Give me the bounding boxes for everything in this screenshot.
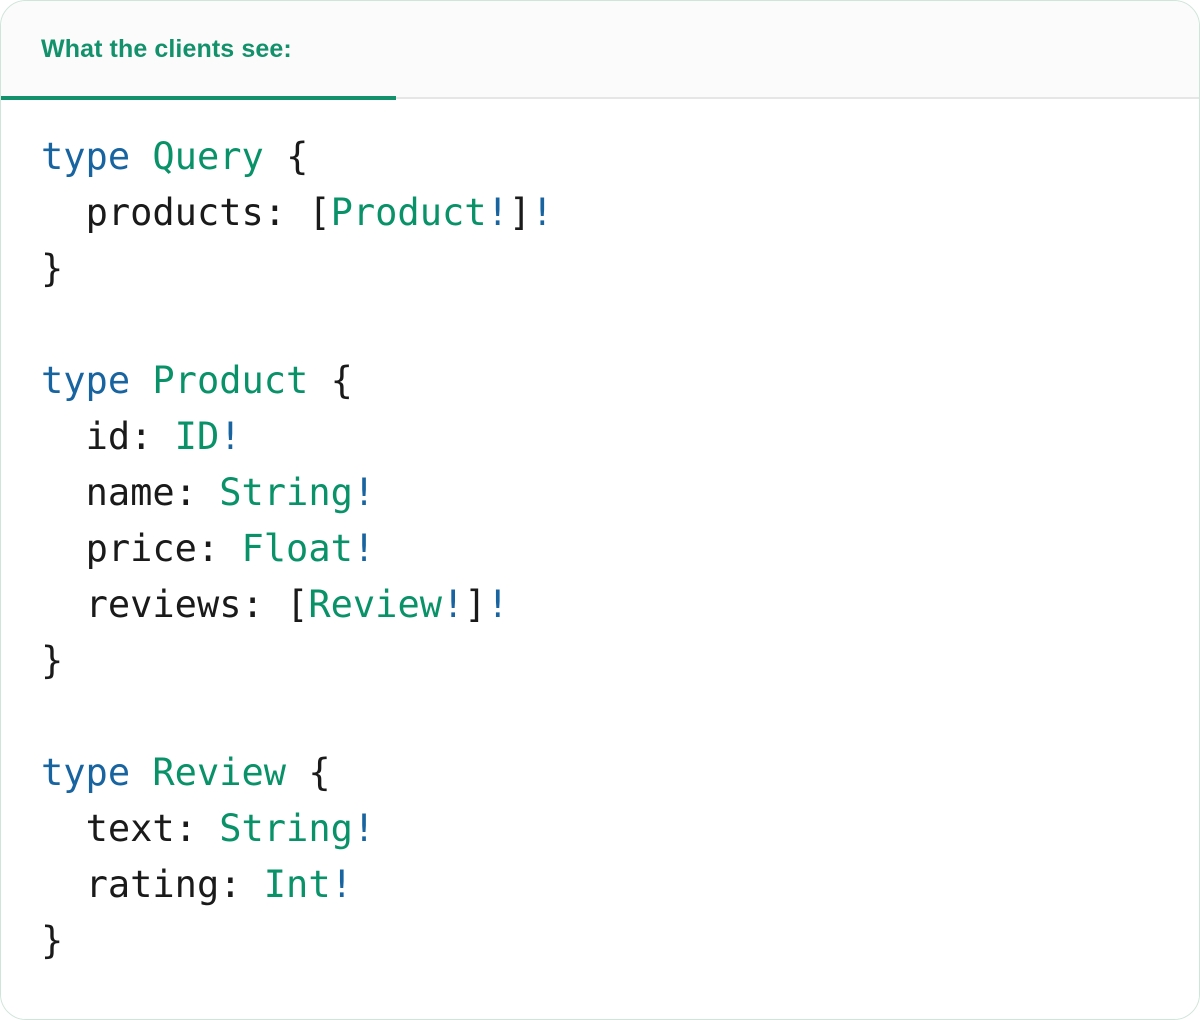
code-token-plain bbox=[152, 415, 174, 458]
code-token-punct: { bbox=[330, 359, 353, 402]
code-token-bang: ! bbox=[531, 191, 554, 234]
code-token-punct: { bbox=[308, 751, 331, 794]
code-token-bang: ! bbox=[352, 527, 376, 570]
code-line bbox=[41, 297, 1159, 353]
code-line: products: [Product!]! bbox=[41, 185, 1159, 241]
code-token-type: Int bbox=[263, 863, 331, 906]
code-token-plain bbox=[41, 191, 86, 234]
code-line bbox=[41, 689, 1159, 745]
code-token-type: Float bbox=[241, 527, 353, 570]
code-token-plain bbox=[264, 583, 286, 626]
code-lines-container: type Query { products: [Product!]! } typ… bbox=[41, 129, 1159, 969]
code-token-type: String bbox=[219, 807, 353, 850]
tab-clients-view[interactable]: What the clients see: bbox=[1, 1, 396, 100]
code-token-plain bbox=[41, 471, 86, 514]
code-line: rating: Int! bbox=[41, 857, 1159, 913]
code-token-punct: [ bbox=[286, 583, 309, 626]
code-token-type: Review bbox=[152, 751, 287, 794]
code-line: } bbox=[41, 241, 1159, 297]
code-token-type: String bbox=[219, 471, 353, 514]
code-token-type: Product bbox=[152, 359, 309, 402]
code-token-plain bbox=[41, 863, 86, 906]
code-token-plain bbox=[130, 359, 152, 402]
code-token-plain bbox=[41, 527, 86, 570]
code-line: price: Float! bbox=[41, 521, 1159, 577]
code-token-plain bbox=[130, 751, 152, 794]
code-token-plain bbox=[197, 471, 219, 514]
code-line: text: String! bbox=[41, 801, 1159, 857]
code-token-punct: ] bbox=[464, 583, 487, 626]
tab-label: What the clients see: bbox=[41, 34, 292, 63]
code-token-punct: { bbox=[286, 135, 309, 178]
code-line: } bbox=[41, 913, 1159, 969]
code-line: name: String! bbox=[41, 465, 1159, 521]
code-token-kw: type bbox=[41, 751, 131, 794]
code-token-plain bbox=[286, 191, 308, 234]
code-token-plain bbox=[41, 807, 86, 850]
code-token-punct: ] bbox=[508, 191, 532, 234]
code-token-punct: } bbox=[41, 639, 64, 682]
code-token-plain bbox=[197, 807, 219, 850]
code-line: type Query { bbox=[41, 129, 1159, 185]
code-token-field: price: bbox=[85, 527, 220, 570]
code-token-plain bbox=[308, 359, 330, 402]
code-token-field: id: bbox=[85, 415, 153, 458]
code-token-field: reviews: bbox=[85, 583, 264, 626]
code-token-field: text: bbox=[85, 807, 197, 850]
code-token-plain bbox=[41, 415, 86, 458]
code-token-type: Query bbox=[152, 135, 264, 178]
code-token-kw: type bbox=[41, 135, 131, 178]
code-token-bang: ! bbox=[352, 471, 376, 514]
code-token-plain bbox=[242, 863, 264, 906]
code-token-bang: ! bbox=[442, 583, 465, 626]
code-line: type Product { bbox=[41, 353, 1159, 409]
code-token-plain bbox=[41, 583, 86, 626]
code-token-punct: } bbox=[41, 919, 64, 962]
code-token-plain bbox=[219, 527, 241, 570]
code-line: type Review { bbox=[41, 745, 1159, 801]
code-token-field: rating: bbox=[85, 863, 242, 906]
code-token-punct: } bbox=[41, 247, 64, 290]
code-token-type: Product bbox=[330, 191, 487, 234]
code-token-plain bbox=[264, 135, 286, 178]
code-token-field: name: bbox=[85, 471, 197, 514]
code-line: } bbox=[41, 633, 1159, 689]
code-token-kw: type bbox=[41, 359, 131, 402]
code-token-type: Review bbox=[308, 583, 442, 626]
code-line: id: ID! bbox=[41, 409, 1159, 465]
code-token-field: products: bbox=[85, 191, 287, 234]
tab-bar: What the clients see: bbox=[1, 1, 1199, 100]
code-token-plain bbox=[286, 751, 308, 794]
code-token-bang: ! bbox=[330, 863, 353, 906]
code-token-bang: ! bbox=[352, 807, 376, 850]
graphql-schema-code: type Query { products: [Product!]! } typ… bbox=[41, 129, 1159, 969]
code-token-plain bbox=[130, 135, 152, 178]
code-token-bang: ! bbox=[486, 191, 509, 234]
code-token-bang: ! bbox=[486, 583, 509, 626]
code-panel: type Query { products: [Product!]! } typ… bbox=[1, 99, 1199, 1019]
code-line: reviews: [Review!]! bbox=[41, 577, 1159, 633]
code-token-type: ID bbox=[174, 415, 220, 458]
code-token-punct: [ bbox=[308, 191, 331, 234]
code-token-bang: ! bbox=[219, 415, 242, 458]
